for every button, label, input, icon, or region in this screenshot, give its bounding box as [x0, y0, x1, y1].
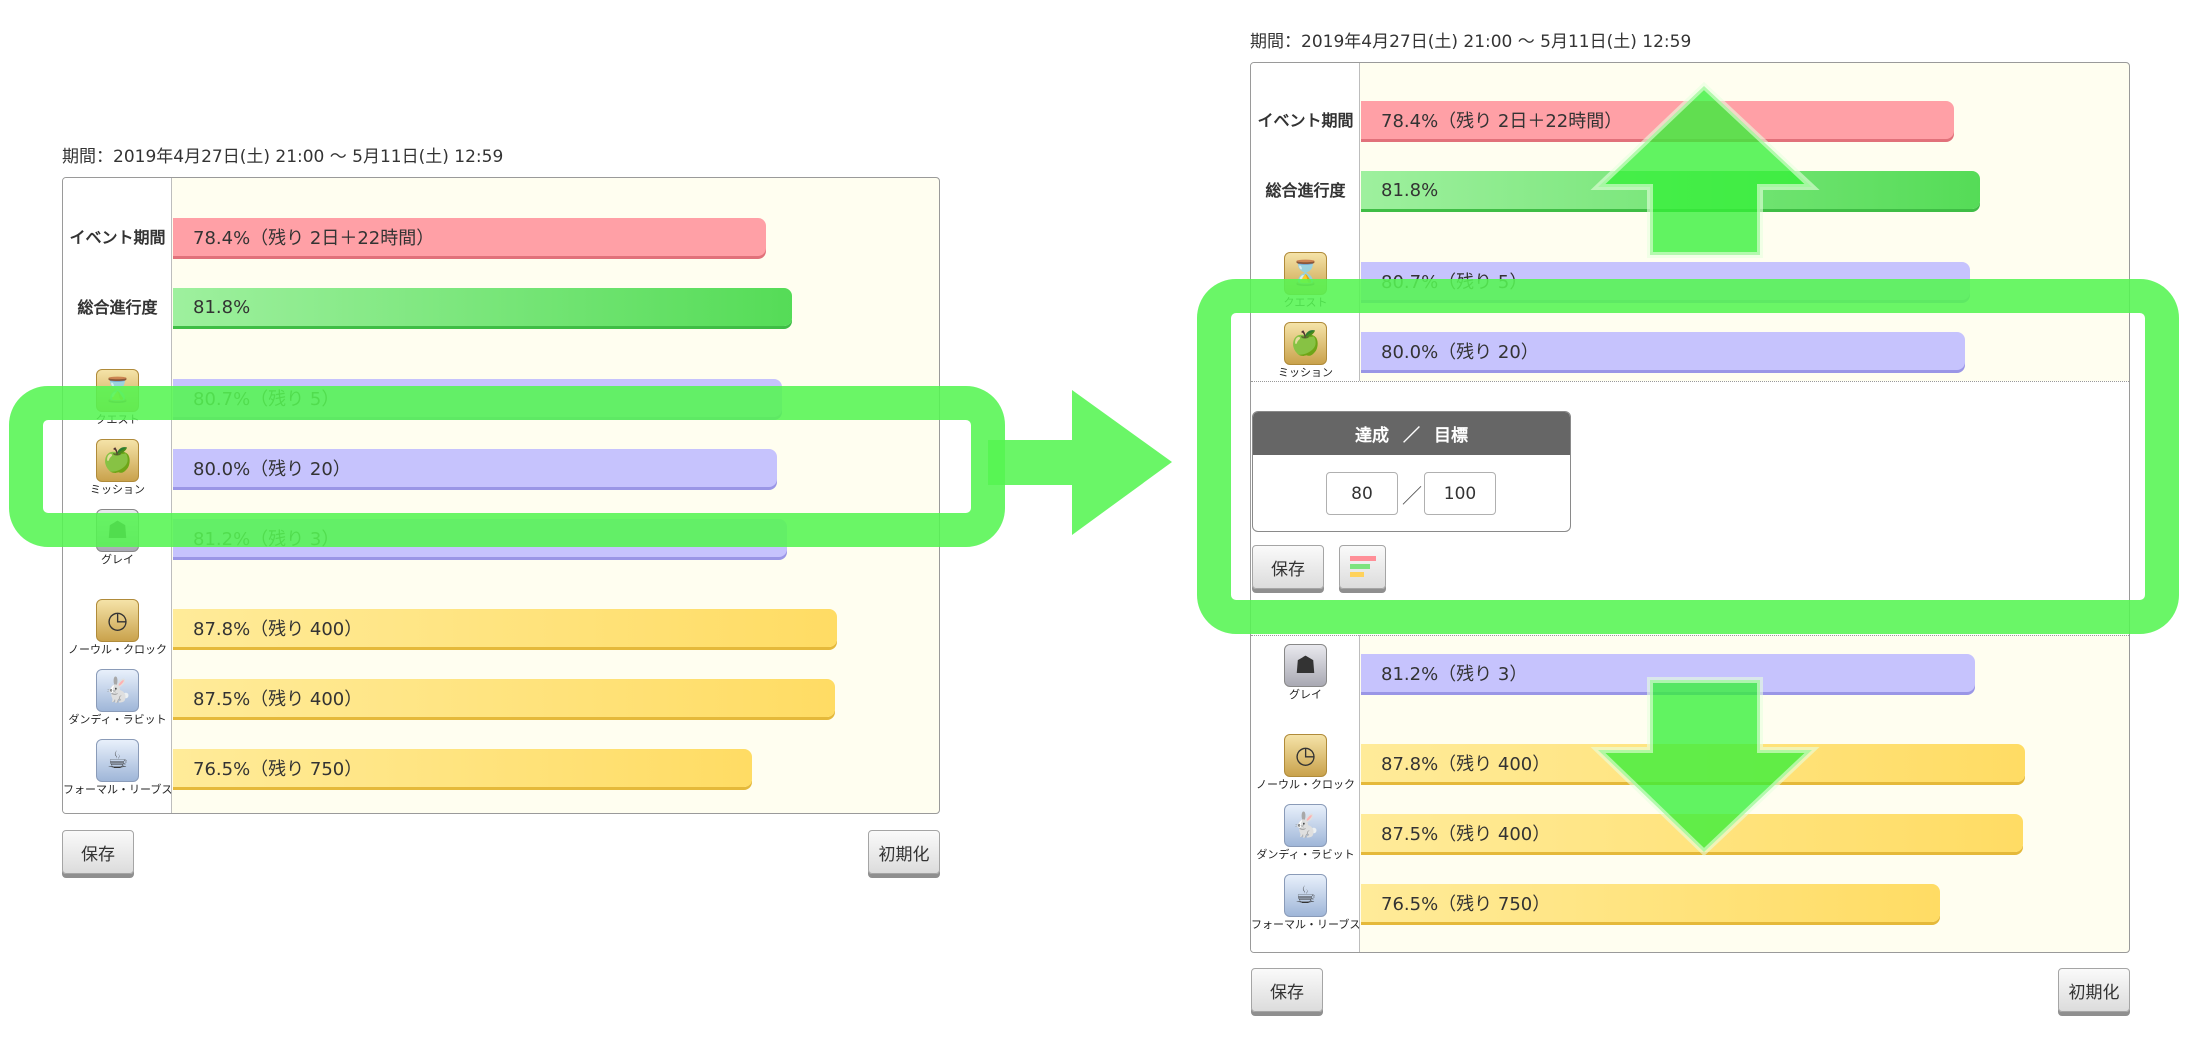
header-target: 目標: [1434, 426, 1468, 446]
progress-bar-quest[interactable]: 80.7%（残り 5）: [1361, 262, 1970, 300]
value-separator: ／: [1402, 484, 1422, 508]
progress-bar-gray[interactable]: 81.2%（残り 3）: [173, 519, 787, 557]
right-row-overall[interactable]: 総合進行度 81.8%: [1251, 165, 2129, 213]
bar-text: 78.4%（残り 2日＋22時間）: [193, 228, 435, 249]
progress-bar-rabbit[interactable]: 87.5%（残り 400）: [1361, 814, 2023, 852]
editor-header: 達成 ／ 目標: [1253, 412, 1570, 455]
left-row-overall[interactable]: 総合進行度 81.8%: [63, 282, 939, 330]
pocket-watch-icon: ◷: [96, 599, 139, 642]
right-reset-button[interactable]: 初期化: [2058, 968, 2130, 1012]
right-row-event[interactable]: イベント期間 78.4%（残り 2日＋22時間）: [1251, 95, 2129, 143]
left-period-text: 期間：2019年4月27日(土) 21:00 〜 5月11日(土) 12:59: [62, 147, 504, 167]
icon-label: ダンディ・ラビット: [1256, 848, 1355, 861]
progress-bar-quest[interactable]: 80.7%（残り 5）: [173, 379, 782, 417]
right-row-gray[interactable]: ☗ グレイ 81.2%（残り 3）: [1251, 644, 2129, 701]
hourglass-icon: ⌛: [96, 369, 139, 412]
bar-text: 80.0%（残り 20）: [193, 459, 351, 480]
bar-text: 81.8%: [193, 296, 251, 318]
editor-save-button[interactable]: 保存: [1252, 545, 1324, 589]
row-label: イベント期間: [1257, 111, 1354, 130]
right-row-quest[interactable]: ⌛ クエスト 80.7%（残り 5）: [1251, 252, 2129, 309]
icon-label: フォーマル・リーブス: [1251, 918, 1361, 931]
icon-label: ミッション: [1278, 366, 1333, 379]
right-row-clock[interactable]: ◷ ノーウル・クロック 87.8%（残り 400）: [1251, 734, 2129, 791]
hourglass-icon: ⌛: [1284, 252, 1327, 295]
current-value-input[interactable]: 80: [1326, 472, 1398, 515]
bar-text: 81.2%（残り 3）: [193, 529, 340, 550]
left-row-rabbit[interactable]: 🐇 ダンディ・ラビット 87.5%（残り 400）: [63, 669, 939, 726]
progress-bar-clock[interactable]: 87.8%（残り 400）: [1361, 744, 2025, 782]
row-label: 総合進行度: [1265, 181, 1346, 200]
bar-text: 87.8%（残り 400）: [1381, 754, 1551, 775]
tea-tin-icon: ☕: [96, 739, 139, 782]
bar-color-icon: [1349, 556, 1376, 577]
achievement-editor: 達成 ／ 目標 80 ／ 100: [1252, 411, 1571, 532]
bar-text: 81.8%: [1381, 179, 1439, 201]
progress-bar-mission[interactable]: 80.0%（残り 20）: [173, 449, 777, 487]
progress-bar-leaves[interactable]: 76.5%（残り 750）: [1361, 884, 1940, 922]
icon-label: クエスト: [95, 413, 140, 426]
icon-label: グレイ: [101, 553, 134, 566]
progress-bar-rabbit[interactable]: 87.5%（残り 400）: [173, 679, 835, 717]
icon-label: クエスト: [1283, 296, 1328, 309]
character-gray-icon: ☗: [96, 509, 139, 552]
icon-label: ノーウル・クロック: [1256, 778, 1355, 791]
icon-label: ダンディ・ラビット: [68, 713, 167, 726]
left-row-leaves[interactable]: ☕ フォーマル・リーブス 76.5%（残り 750）: [63, 739, 939, 796]
row-label: 総合進行度: [77, 298, 158, 317]
progress-bar-overall[interactable]: 81.8%: [1361, 171, 1980, 209]
icon-label: ミッション: [90, 483, 145, 496]
progress-bar-gray[interactable]: 81.2%（残り 3）: [1361, 654, 1975, 692]
bar-text: 80.7%（残り 5）: [193, 389, 340, 410]
bar-text: 87.5%（残り 400）: [193, 689, 363, 710]
right-period-text: 期間：2019年4月27日(土) 21:00 〜 5月11日(土) 12:59: [1250, 32, 1692, 52]
header-achieved: 達成: [1355, 426, 1389, 446]
bar-text: 87.8%（残り 400）: [193, 619, 363, 640]
progress-bar-event[interactable]: 78.4%（残り 2日＋22時間）: [173, 218, 766, 256]
bar-text: 87.5%（残り 400）: [1381, 824, 1551, 845]
rabbit-icon: 🐇: [1284, 804, 1327, 847]
progress-bar-overall[interactable]: 81.8%: [173, 288, 792, 326]
bar-text: 76.5%（残り 750）: [193, 759, 363, 780]
golden-apple-icon: 🍏: [1284, 322, 1327, 365]
progress-bar-event[interactable]: 78.4%（残り 2日＋22時間）: [1361, 101, 1954, 139]
header-separator: ／: [1403, 426, 1420, 446]
pocket-watch-icon: ◷: [1284, 734, 1327, 777]
bar-text: 76.5%（残り 750）: [1381, 894, 1551, 915]
progress-bar-mission[interactable]: 80.0%（残り 20）: [1361, 332, 1965, 370]
tea-tin-icon: ☕: [1284, 874, 1327, 917]
bar-text: 80.0%（残り 20）: [1381, 342, 1539, 363]
bar-text: 78.4%（残り 2日＋22時間）: [1381, 111, 1623, 132]
right-row-rabbit[interactable]: 🐇 ダンディ・ラビット 87.5%（残り 400）: [1251, 804, 2129, 861]
left-progress-panel: イベント期間 78.4%（残り 2日＋22時間） 総合進行度 81.8% ⌛ ク…: [62, 177, 940, 814]
character-gray-icon: ☗: [1284, 644, 1327, 687]
progress-bar-clock[interactable]: 87.8%（残り 400）: [173, 609, 837, 647]
bar-text: 81.2%（残り 3）: [1381, 664, 1528, 685]
edit-area-top-divider: [1251, 381, 2129, 382]
left-row-clock[interactable]: ◷ ノーウル・クロック 87.8%（残り 400）: [63, 599, 939, 656]
right-row-leaves[interactable]: ☕ フォーマル・リーブス 76.5%（残り 750）: [1251, 874, 2129, 931]
left-row-event[interactable]: イベント期間 78.4%（残り 2日＋22時間）: [63, 212, 939, 260]
rabbit-icon: 🐇: [96, 669, 139, 712]
bar-text: 80.7%（残り 5）: [1381, 272, 1528, 293]
icon-label: フォーマル・リーブス: [63, 783, 173, 796]
right-row-mission[interactable]: 🍏 ミッション 80.0%（残り 20）: [1251, 322, 2129, 379]
row-label: イベント期間: [69, 228, 166, 247]
right-arrow-icon: [988, 390, 1172, 535]
icon-label: ノーウル・クロック: [68, 643, 167, 656]
left-row-mission[interactable]: 🍏 ミッション 80.0%（残り 20）: [63, 439, 939, 496]
left-save-button[interactable]: 保存: [62, 830, 134, 874]
right-save-button[interactable]: 保存: [1251, 968, 1323, 1012]
edit-area-bottom-divider: [1251, 635, 2129, 636]
target-value-input[interactable]: 100: [1424, 472, 1496, 515]
bar-color-button[interactable]: [1339, 545, 1386, 589]
icon-label: グレイ: [1289, 688, 1322, 701]
left-row-gray[interactable]: ☗ グレイ 81.2%（残り 3）: [63, 509, 939, 566]
golden-apple-icon: 🍏: [96, 439, 139, 482]
progress-bar-leaves[interactable]: 76.5%（残り 750）: [173, 749, 752, 787]
left-row-quest[interactable]: ⌛ クエスト 80.7%（残り 5）: [63, 369, 939, 426]
left-reset-button[interactable]: 初期化: [868, 830, 940, 874]
